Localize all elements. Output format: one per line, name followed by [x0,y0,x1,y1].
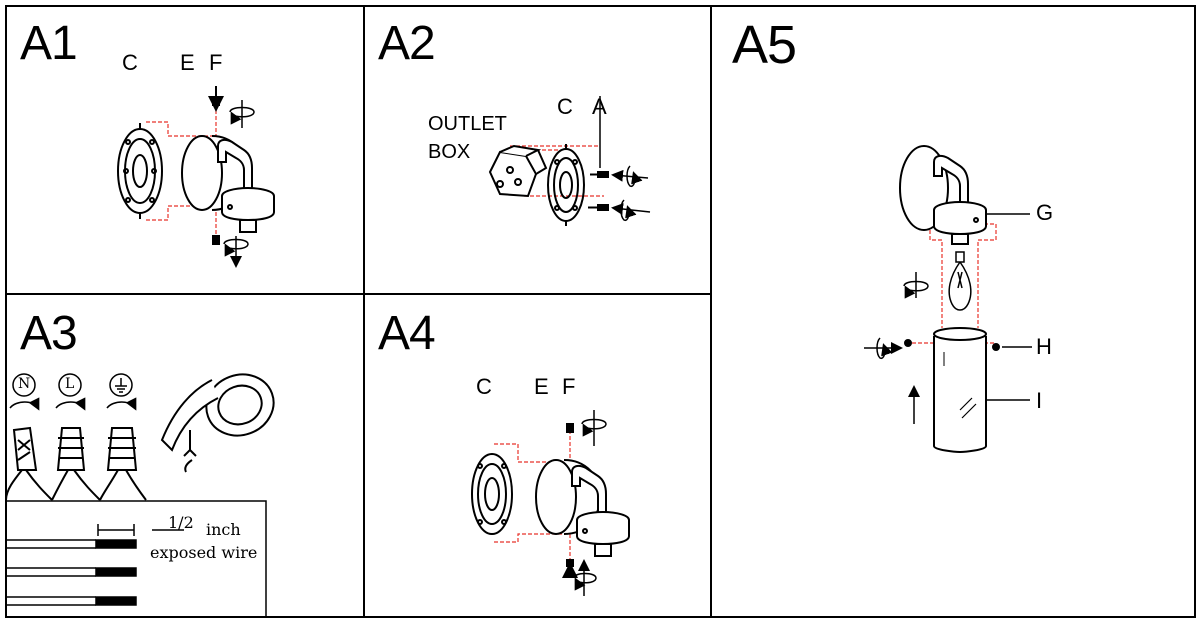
panel-title-a2: A2 [378,17,436,70]
panel-title-a5: A5 [732,15,797,75]
panel-a2-drawing [488,96,651,226]
screws-a [588,171,609,211]
panel-a4-drawing [471,410,630,596]
label-e: E [534,374,549,399]
live-symbol: L [65,376,75,392]
screw-f-bottom [212,235,220,245]
wire-symbols [9,373,137,411]
label-c: C [557,94,573,119]
panel-title-a4: A4 [378,307,436,360]
outlet-box [488,144,548,198]
earth-icon [115,378,127,393]
screw-f-top [208,86,224,112]
label-h: H [1036,334,1052,359]
strip-caption: exposed wire [150,543,258,562]
rotate-icon [573,410,607,596]
panel-a1-drawing [117,86,275,268]
mounting-plate [471,453,513,535]
wall-backplate [181,135,275,233]
strip-fraction: 1/2 [168,513,194,532]
screws-f [562,423,578,578]
label-f: F [209,50,223,75]
rotate-icon [599,96,651,222]
label-f: F [562,374,576,399]
label-box: BOX [428,141,471,163]
wall-backplate [535,459,630,557]
set-screws-h [904,339,1000,351]
candle-bulb-icon [948,251,972,311]
label-e: E [180,50,195,75]
mounting-plate [547,144,585,226]
wall-backplate [899,145,987,245]
wire-connectors [5,426,147,501]
rotate-icon [223,100,255,268]
mounting-plate [117,123,163,219]
strip-unit: inch [206,520,241,539]
label-g: G [1036,200,1054,225]
strip-length-box [6,500,267,617]
panel-a3-drawing [5,373,275,617]
label-c: C [476,374,492,399]
rotate-icon [864,272,929,424]
leader-lines [986,213,1032,401]
glass-shade [933,327,987,454]
label-outlet: OUTLET [428,113,507,135]
neutral-symbol: N [18,376,31,392]
label-i: I [1036,388,1043,413]
electrical-tape [160,373,275,473]
panel-a5-drawing [864,145,1032,454]
panel-title-a3: A3 [20,307,78,360]
label-c: C [122,50,138,75]
panel-grid [5,5,1196,618]
label-a: A [592,94,607,119]
panel-title-a1: A1 [20,17,78,70]
